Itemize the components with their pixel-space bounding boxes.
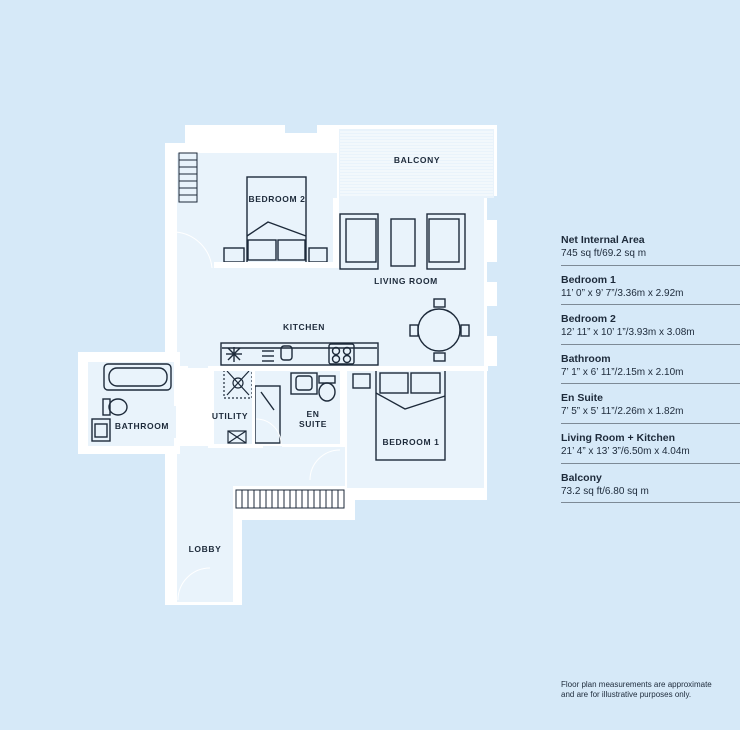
storage-hatch-top	[178, 152, 198, 203]
legend-value: 7’ 5” x 5’ 11”/2.26m x 1.82m	[561, 406, 684, 418]
bedroom-2-furniture	[223, 176, 328, 265]
legend-item-bedroom-2: Bedroom 2 12’ 11” x 10’ 1”/3.93m x 3.08m	[561, 305, 740, 345]
living-room-furniture	[339, 213, 470, 362]
legend-item-bedroom-1: Bedroom 1 11’ 0” x 9’ 7”/3.36m x 2.92m	[561, 266, 740, 306]
disclaimer-line-2: and are for illustrative purposes only.	[561, 690, 692, 699]
legend-value: 11’ 0” x 9’ 7”/3.36m x 2.92m	[561, 287, 684, 299]
bedroom-1-furniture	[352, 369, 446, 461]
legend-title: Living Room + Kitchen	[561, 431, 676, 444]
bedroom-1-floor	[347, 370, 484, 488]
room-label-bedroom-1: BEDROOM 1	[383, 437, 440, 447]
bathroom-floor	[88, 362, 176, 446]
balcony-floor	[339, 129, 494, 198]
disclaimer: Floor plan measurements are approximate …	[561, 680, 736, 700]
legend-value: 745 sq ft/69.2 sq m	[561, 248, 647, 259]
legend-item-en-suite: En Suite 7’ 5” x 5’ 11”/2.26m x 1.82m	[561, 384, 740, 424]
partitions	[174, 198, 488, 490]
legend-title: Bedroom 1	[561, 273, 616, 286]
utility-fixtures	[223, 367, 253, 444]
legend-value: 7’ 1” x 6’ 11”/2.15m x 2.10m	[561, 366, 684, 378]
room-label-living-room: LIVING ROOM	[374, 276, 438, 286]
legend-value: 73.2 sq ft/6.80 sq m	[561, 485, 649, 497]
area-legend: Net Internal Area 745 sq ft/69.2 sq m Be…	[561, 226, 740, 504]
storage-hatch-bottom	[235, 489, 345, 509]
door-swings	[175, 231, 341, 601]
room-label-en-suite-line2: SUITE	[299, 419, 327, 429]
legend-item-net-internal-area: Net Internal Area 745 sq ft/69.2 sq m	[561, 226, 740, 266]
room-label-balcony: BALCONY	[394, 155, 440, 165]
kitchen-counter	[220, 342, 379, 366]
legend-item-bathroom: Bathroom 7’ 1” x 6’ 11”/2.15m x 2.10m	[561, 345, 740, 385]
room-label-kitchen: KITCHEN	[283, 322, 325, 332]
legend-value: 21’ 4” x 13’ 3”/6.50m x 4.04m	[561, 445, 690, 457]
room-label-utility: UTILITY	[212, 411, 248, 421]
room-label-bathroom: BATHROOM	[115, 421, 169, 431]
lobby-floor	[177, 486, 233, 602]
legend-title: Balcony	[561, 471, 602, 484]
room-label-lobby: LOBBY	[189, 544, 222, 554]
legend-title: Bathroom	[561, 352, 611, 365]
balcony-decking	[340, 131, 493, 196]
legend-value: 12’ 11” x 10’ 1”/3.93m x 3.08m	[561, 327, 695, 339]
legend-item-living-room-kitchen: Living Room + Kitchen 21’ 4” x 13’ 3”/6.…	[561, 424, 740, 464]
room-label-bedroom-2: BEDROOM 2	[249, 194, 306, 204]
hall-floor	[177, 446, 345, 486]
bathroom-fixtures	[91, 363, 172, 442]
legend-title: Bedroom 2	[561, 313, 616, 326]
legend-title: Net Internal Area	[561, 234, 645, 246]
legend-title: En Suite	[561, 392, 604, 405]
room-label-en-suite-line1: EN	[306, 409, 319, 419]
legend-item-balcony: Balcony 73.2 sq ft/6.80 sq m	[561, 464, 740, 504]
disclaimer-line-1: Floor plan measurements are approximate	[561, 680, 712, 689]
en-suite-floor	[255, 370, 340, 444]
living-kitchen-floor	[177, 198, 484, 368]
